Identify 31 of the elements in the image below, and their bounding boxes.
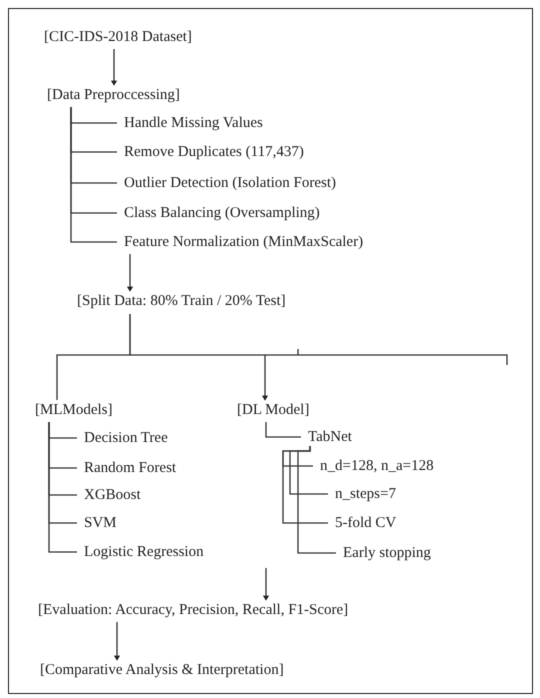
step-label: Feature Normalization (MinMaxScaler) xyxy=(124,233,364,251)
step-label: Remove Duplicates (117,437) xyxy=(124,143,304,161)
step-label: n_d=128, n_a=128 xyxy=(320,457,434,475)
arrow xyxy=(110,49,118,86)
arrow xyxy=(126,254,134,292)
arrow xyxy=(129,314,268,401)
step-label: Handle Missing Values xyxy=(124,114,263,132)
tree-line xyxy=(48,422,77,553)
step-label: SVM xyxy=(84,514,117,532)
step-label: [MLModels] xyxy=(35,401,112,419)
step-label: Early stopping xyxy=(343,544,431,562)
step-label: [Split Data: 80% Train / 20% Test] xyxy=(77,292,286,310)
step-label: Outlier Detection (Isolation Forest) xyxy=(124,174,336,192)
step-label: XGBoost xyxy=(84,486,141,504)
arrow xyxy=(262,568,270,601)
tree-line xyxy=(70,107,117,243)
step-label: [DL Model] xyxy=(237,401,310,419)
step-label: [CIC-IDS-2018 Dataset] xyxy=(44,28,192,46)
step-label: [Comparative Analysis & Interpretation] xyxy=(40,661,284,679)
step-label: TabNet xyxy=(308,428,352,446)
arrow xyxy=(114,622,120,661)
step-label: Decision Tree xyxy=(84,429,168,447)
step-label: [Evaluation: Accuracy, Precision, Recall, F1-Score] xyxy=(38,601,348,619)
step-label: Random Forest xyxy=(84,459,176,477)
step-label: Logistic Regression xyxy=(84,543,204,561)
tree-line xyxy=(297,446,336,554)
tree-line xyxy=(265,422,301,438)
step-label: Class Balancing (Oversampling) xyxy=(124,204,320,222)
step-label: [Data Preproccessing] xyxy=(47,86,180,104)
step-label: n_steps=7 xyxy=(335,485,396,503)
step-label: 5-fold CV xyxy=(335,514,396,532)
